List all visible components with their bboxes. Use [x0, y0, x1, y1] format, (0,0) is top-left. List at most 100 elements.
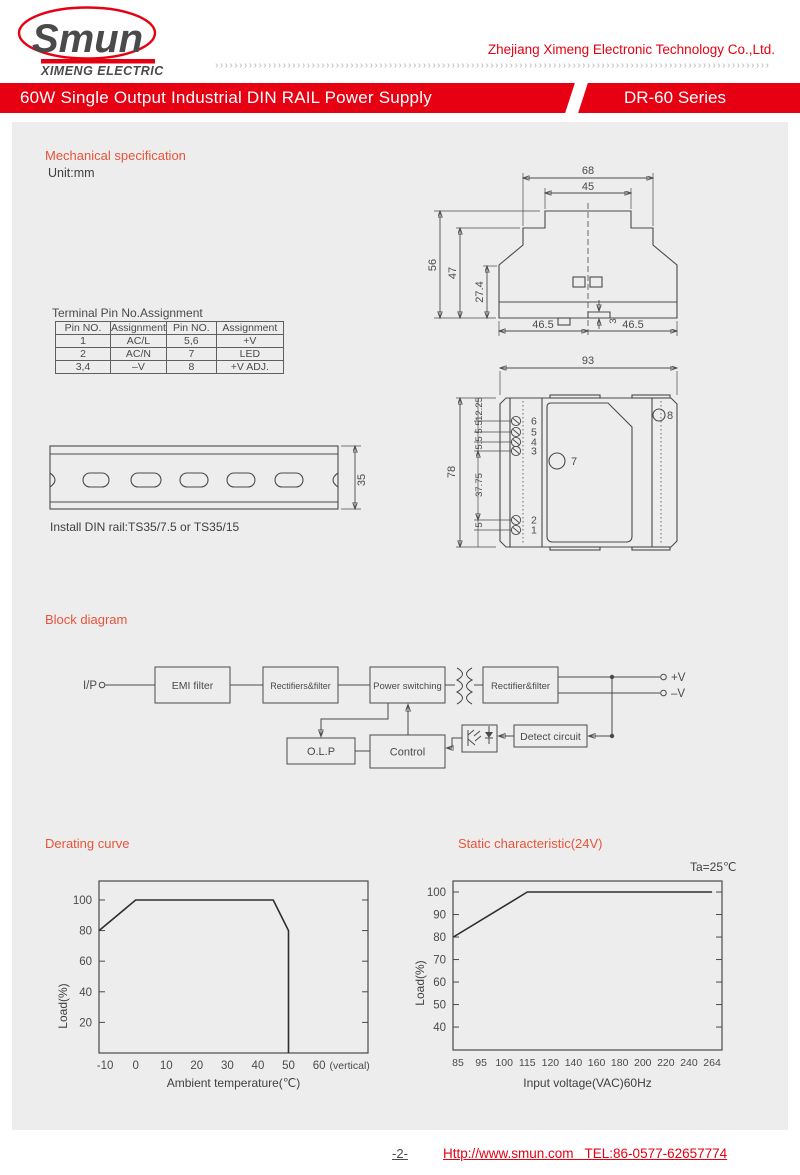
cell: AC/N [110, 347, 167, 361]
x-tick-label: 50 [282, 1060, 295, 1072]
cell: LED [215, 347, 284, 361]
cell: 3,4 [55, 360, 111, 374]
pin-label: 4 [531, 437, 537, 449]
x-tick-label: (vertical) [330, 1060, 370, 1072]
logo-subtitle: XIMENG ELECTRIC [40, 64, 164, 78]
static-ylabel: Load(%) [413, 960, 427, 1006]
banner-title: 60W Single Output Industrial DIN RAIL Po… [20, 88, 432, 107]
dim-label: 5.5 [474, 436, 485, 449]
x-tick-label: 140 [565, 1057, 583, 1069]
y-tick-label: 60 [433, 977, 446, 989]
y-tick-label: 40 [433, 1022, 446, 1034]
derating-ylabel: Load(%) [56, 983, 70, 1029]
dim-label: 12.25 [474, 397, 485, 421]
cell: AC/L [110, 334, 167, 348]
dim-label: 35 [356, 474, 368, 486]
side-view-drawing: 68 45 56 47 27.4 3 46.5 46.5 [427, 165, 790, 337]
col-header: Assignment [110, 321, 167, 335]
x-tick-label: 240 [680, 1057, 698, 1069]
x-tick-label: 60 [313, 1060, 326, 1072]
dim-label: 46.5 [622, 319, 643, 331]
unit-label: Unit:mm [48, 166, 95, 180]
series-line [452, 891, 713, 938]
x-tick-label: 115 [519, 1057, 536, 1069]
dim-label: 46.5 [532, 319, 553, 331]
x-tick-label: 85 [452, 1057, 464, 1069]
pin-table: Pin NO. Assignment Pin NO. Assignment 1 … [55, 321, 284, 374]
static-characteristic-title: Static characteristic(24V) [458, 836, 603, 851]
block-diagram-heading: Block diagram [45, 612, 128, 627]
pin-label: 5 [531, 427, 537, 439]
cell: 5,6 [165, 334, 217, 348]
din-rail-caption: Install DIN rail:TS35/7.5 or TS35/15 [50, 520, 240, 534]
col-header: Assignment [215, 321, 284, 335]
y-tick-label: 50 [433, 1000, 446, 1012]
derating-xlabel: Ambient temperature(℃) [166, 1076, 301, 1090]
x-tick-label: 40 [252, 1060, 265, 1072]
page-number: -2- [392, 1146, 408, 1161]
x-tick-label: -10 [97, 1060, 114, 1072]
adj-label: 8 [667, 410, 673, 422]
device-front [499, 394, 678, 551]
cell: 1 [55, 334, 111, 348]
chevron-band: ››››››››››››››››››››››››››››››››››››››››… [215, 60, 771, 71]
transformer-primary [455, 667, 463, 705]
x-tick-label: 264 [703, 1057, 721, 1069]
x-tick-label: 95 [475, 1057, 487, 1069]
pin-table-row: 2 AC/N 7 LED [55, 347, 284, 361]
y-tick-label: 90 [433, 910, 446, 922]
block-diagram: I/P EMI filter Rectifiers&filter Power s… [83, 666, 686, 769]
pin-table-title: Terminal Pin No.Assignment [52, 306, 203, 320]
detect-circuit-box-label: Detect circuit [520, 731, 581, 743]
led-label: 7 [571, 456, 577, 468]
cell: 8 [165, 360, 217, 374]
static-xlabel: Input voltage(VAC)60Hz [523, 1076, 652, 1090]
cell: 7 [165, 347, 217, 361]
derating-curve-title: Derating curve [45, 836, 130, 851]
dim-label: 27.4 [474, 281, 486, 302]
y-tick-label: 80 [79, 926, 92, 938]
cell: +V ADJ. [215, 360, 284, 374]
dim-label: 56 [427, 259, 439, 271]
x-tick-label: 120 [542, 1057, 560, 1069]
pin-label: 1 [531, 525, 537, 537]
dim-label: 45 [582, 181, 594, 193]
mechanical-heading: Mechanical specification [45, 148, 186, 163]
x-tick-label: 20 [190, 1060, 203, 1072]
dim-label: 68 [582, 165, 594, 177]
y-tick-label: 100 [427, 887, 446, 899]
y-tick-label: 20 [79, 1017, 92, 1029]
dim-label: 78 [446, 466, 458, 478]
company-name: Zhejiang Ximeng Electronic Technology Co… [487, 42, 775, 57]
x-tick-label: 200 [634, 1057, 652, 1069]
col-header: Pin NO. [55, 321, 111, 335]
y-tick-label: 100 [73, 895, 92, 907]
logo-underline [41, 59, 155, 64]
x-tick-label: 220 [657, 1057, 675, 1069]
terminal-screws [510, 415, 522, 536]
pin-table-row: 3,4 –V 8 +V ADJ. [55, 360, 284, 374]
y-tick-label: 70 [433, 955, 446, 967]
emi-filter-box-label: EMI filter [172, 680, 214, 692]
footer-link[interactable]: Http://www.smun.com TEL:86-0577-62657774 [443, 1146, 728, 1161]
control-box-label: Control [390, 747, 425, 759]
col-header: Pin NO. [165, 321, 217, 335]
dim-label: 93 [582, 355, 594, 367]
dim-label: 37.75 [474, 473, 485, 497]
plot-border [98, 880, 369, 1054]
banner-slash [565, 83, 588, 113]
dim-label: 5.5 [474, 420, 485, 433]
smun-logo: Smun XIMENG ELECTRIC [17, 6, 164, 78]
cell: +V [215, 334, 284, 348]
x-tick-label: 180 [611, 1057, 629, 1069]
transformer-secondary [466, 667, 474, 705]
banner-series: DR-60 Series [623, 88, 727, 107]
power-switching-box-label: Power switching [373, 681, 442, 692]
y-tick-label: 80 [433, 932, 446, 944]
output-positive-label: +V [671, 672, 686, 684]
pin-label: 6 [531, 416, 537, 428]
hinge-lines [522, 401, 662, 544]
